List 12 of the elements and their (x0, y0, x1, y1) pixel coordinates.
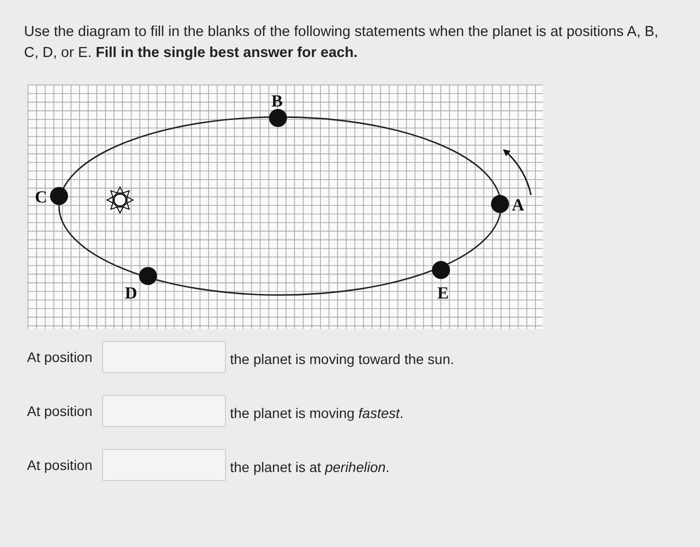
prompt-text: At position (27, 349, 92, 365)
prompt-text: At position (27, 457, 92, 473)
position-label: B (271, 92, 283, 110)
instructions: Use the diagram to fill in the blanks of the following statements when the planet is at positions A, B, C, D, or E. Fill in the single best answer for each. (24, 23, 660, 63)
statement-text: the planet is at perihelion. (230, 459, 390, 475)
position-label: C (34, 188, 48, 206)
statement-text: the planet is moving toward the sun. (230, 351, 454, 367)
statement-text: the planet is moving fastest. (230, 405, 404, 421)
prompt-text: At position (27, 403, 92, 419)
position-label: D (124, 284, 138, 302)
position-label: A (512, 196, 524, 214)
position-label: E (437, 284, 449, 302)
